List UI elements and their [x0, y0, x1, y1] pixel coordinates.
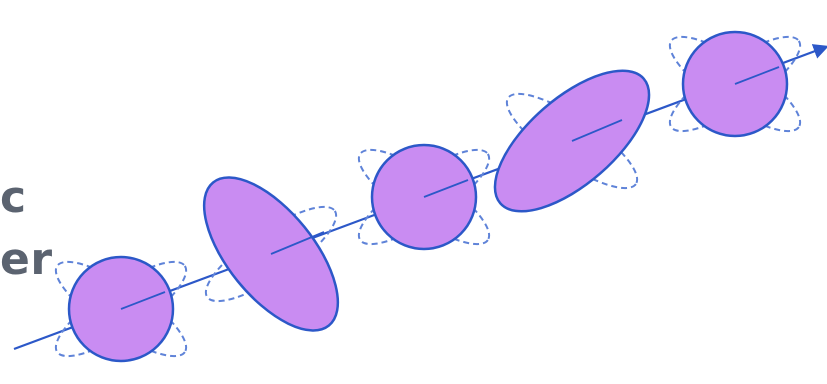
polarization-unit-1 [44, 247, 197, 371]
polarization-unit-2 [180, 155, 363, 352]
polarization-unit-4 [472, 46, 672, 236]
polarization-unit-5 [658, 22, 811, 146]
polarization-unit-3 [347, 135, 500, 259]
